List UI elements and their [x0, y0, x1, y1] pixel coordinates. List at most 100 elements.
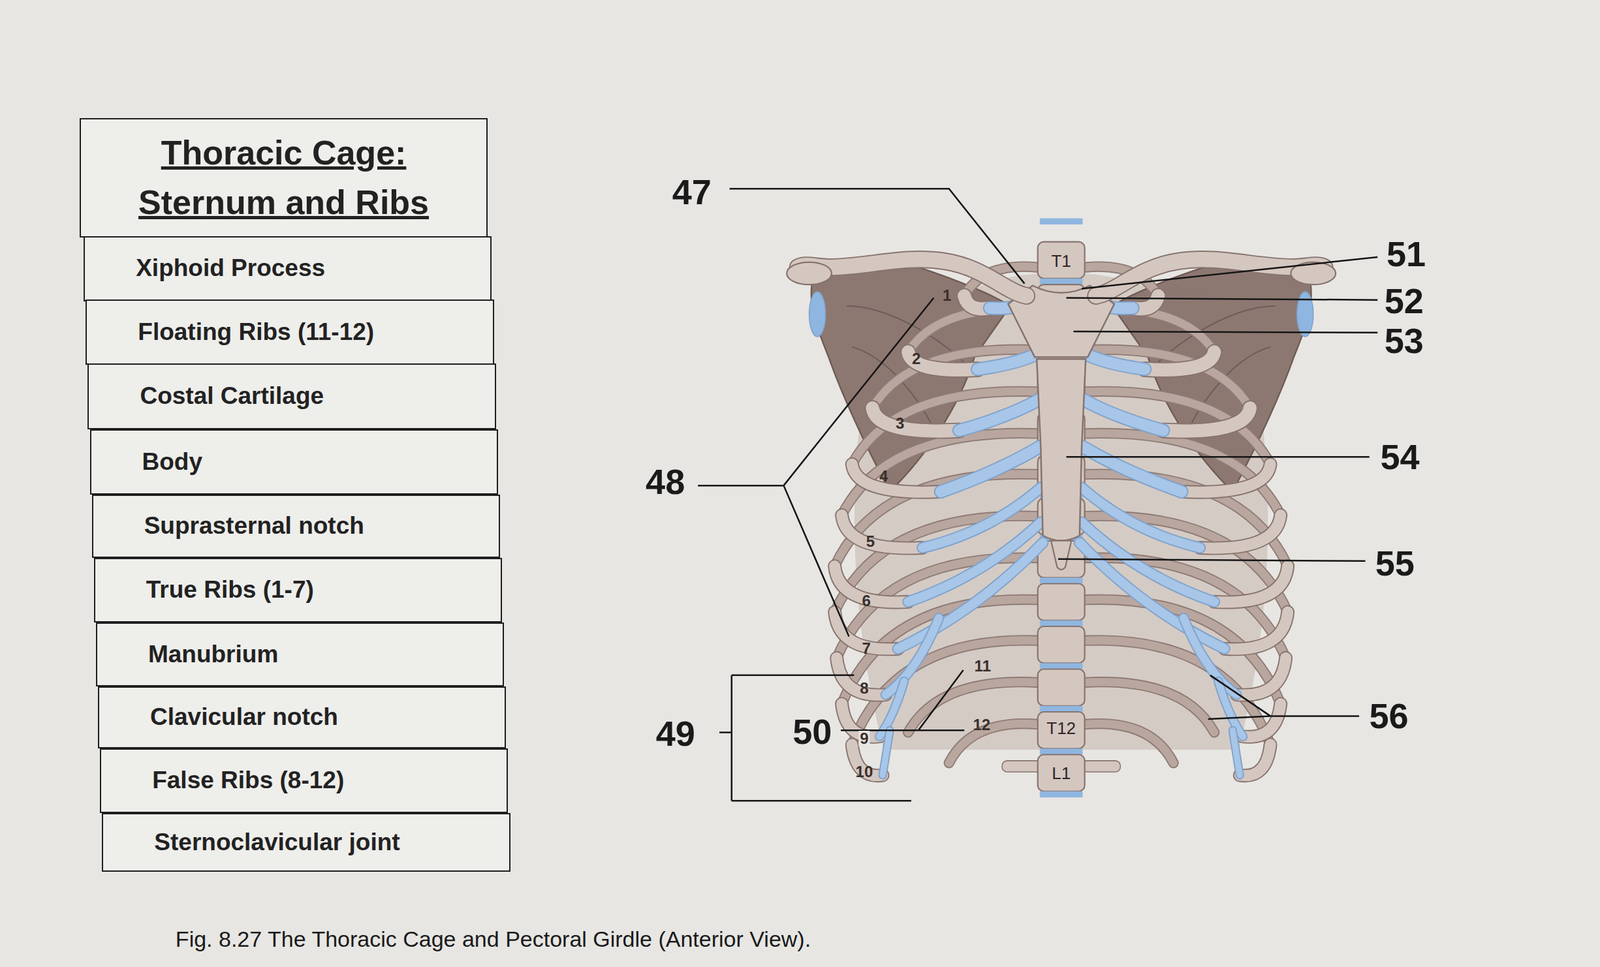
table-cell: Body	[90, 429, 499, 495]
intervertebral-disc	[1039, 791, 1083, 798]
vertebra	[1037, 712, 1085, 749]
rib-number: 2	[911, 351, 921, 367]
leader-line	[1066, 298, 1378, 301]
anterior-rib-outline	[1214, 566, 1288, 603]
table-term: Floating Ribs (11-12)	[137, 317, 486, 347]
anterior-rib	[1237, 658, 1287, 696]
vertebra	[1037, 669, 1085, 706]
callout-number: 48	[645, 464, 685, 500]
callout-number: 52	[1384, 283, 1424, 319]
rib-number: 9	[858, 731, 870, 747]
anterior-rib	[1181, 464, 1271, 493]
costal-cartilage	[977, 355, 1035, 370]
anterior-rib	[1199, 515, 1281, 549]
acromion	[786, 262, 832, 285]
costal-cartilage	[882, 730, 890, 776]
intervertebral-disc	[1039, 577, 1083, 584]
anterior-rib	[1239, 744, 1271, 777]
anterior-rib-outline	[1145, 351, 1215, 371]
costal-cartilage-outline	[958, 400, 1039, 431]
vertebra-label: T12	[1046, 720, 1076, 738]
costal-cartilage-outline	[1183, 618, 1237, 695]
table-term: Sternoclavicular joint	[154, 828, 502, 858]
costal-cartilage-outline	[898, 543, 1044, 650]
right-side	[1079, 306, 1243, 776]
vertebra	[1037, 242, 1085, 279]
intervertebral-disc	[1039, 663, 1083, 670]
rib-number: 10	[855, 764, 874, 781]
anterior-rib-outline	[1224, 612, 1288, 650]
anterior-rib-outline	[1163, 407, 1251, 431]
clavicle-outline	[797, 259, 1027, 297]
rib-number: 11	[974, 658, 991, 675]
callout-number: 53	[1384, 323, 1424, 359]
figure-caption: Fig. 8.27 The Thoracic Cage and Pectoral…	[175, 926, 811, 954]
callout-number: 47	[672, 174, 712, 210]
vertebra-label: T1	[1050, 252, 1071, 270]
table-term: Xiphoid Process	[135, 253, 484, 283]
costal-cartilage	[1232, 730, 1240, 776]
table-term: Body	[142, 447, 491, 477]
anterior-rib-outline	[1199, 515, 1281, 549]
rib-cage	[786, 218, 1336, 799]
xiphoid	[1050, 541, 1072, 571]
costal-cartilage	[1082, 447, 1182, 493]
posterior-rib	[1085, 391, 1271, 465]
callout-number: 51	[1386, 236, 1426, 272]
costal-cartilage	[958, 400, 1039, 431]
costal-cartilage-outline	[882, 730, 890, 776]
table-term: True Ribs (1-7)	[146, 575, 495, 605]
table-heading: Thoracic Cage: Sternum and Ribs	[114, 128, 454, 228]
intervertebral-disc	[1039, 706, 1083, 713]
anterior-rib-outline	[872, 407, 959, 431]
anterior-rib-outline	[1237, 658, 1287, 696]
table-cell: Costal Cartilage	[87, 363, 496, 431]
posterior-rib-outline	[851, 391, 1037, 465]
table-cell: True Ribs (1-7)	[94, 558, 502, 623]
costal-cartilage	[898, 543, 1044, 650]
anterior-rib-outline	[1181, 464, 1271, 493]
rib-number: 3	[895, 415, 905, 432]
costal-cartilage-outline	[940, 447, 1040, 493]
table-term: Manubrium	[148, 640, 497, 670]
glenoid-cartilage	[809, 291, 826, 337]
intervertebral-disc	[1039, 218, 1083, 225]
table-header-cell: Thoracic Cage: Sternum and Ribs	[79, 118, 488, 238]
anterior-rib	[851, 464, 941, 493]
rib-number: 7	[861, 641, 871, 657]
anterior-ribs	[834, 295, 1288, 776]
intervertebral-disc	[1039, 748, 1083, 755]
rib-number: 12	[972, 717, 991, 734]
posterior-rib	[1085, 723, 1174, 764]
anterior-rib	[872, 407, 959, 431]
leader-line	[840, 670, 965, 731]
posterior-rib-outline	[1085, 723, 1174, 764]
posterior-rib	[851, 391, 1037, 465]
costal-cartilage-outline	[1232, 730, 1240, 776]
costal-cartilage	[1087, 355, 1146, 370]
leader-line	[1081, 257, 1378, 289]
posterior-ribs	[834, 266, 1288, 764]
rib-number: 1	[942, 287, 952, 304]
table-term: Clavicular notch	[150, 703, 499, 732]
thoracic-cavity	[854, 273, 1268, 751]
anterior-rib-outline	[842, 515, 923, 549]
leader-line	[729, 188, 1025, 284]
sternal-body	[1036, 359, 1086, 541]
sternum	[1007, 285, 1115, 570]
anterior-rib	[1224, 612, 1288, 650]
table-cell: Floating Ribs (11-12)	[85, 299, 494, 365]
rib-number: 4	[879, 468, 888, 485]
leader-line	[1208, 675, 1360, 720]
clavicle	[1096, 259, 1325, 297]
rib-number: 8	[859, 680, 869, 697]
costal-cartilage-outline	[977, 355, 1035, 370]
vertebra	[1037, 626, 1085, 664]
table-cell: Sternoclavicular joint	[101, 813, 510, 873]
callout-number: 50	[792, 714, 832, 750]
bracket	[719, 675, 912, 801]
vertebra-label: L1	[1051, 765, 1071, 783]
left-side	[879, 306, 1043, 776]
costal-cartilage	[1183, 618, 1237, 695]
